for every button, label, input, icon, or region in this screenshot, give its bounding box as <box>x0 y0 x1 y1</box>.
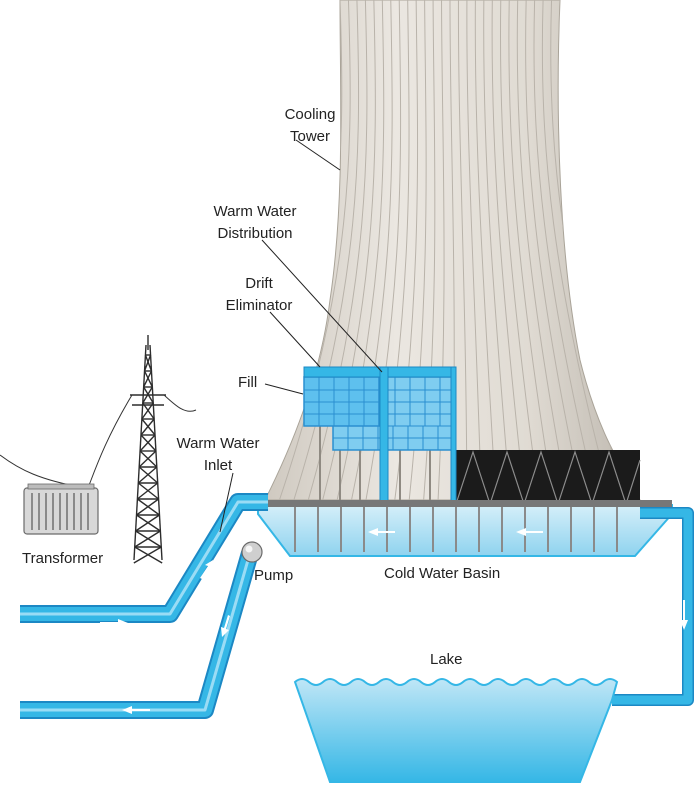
label-drift-eliminator-line2: Eliminator <box>225 297 293 314</box>
leader-lines <box>219 139 383 533</box>
flow-arrow-icon <box>100 619 128 627</box>
pump-icon <box>241 541 263 563</box>
label-cooling-tower-line2: Tower <box>289 128 330 145</box>
drift-eliminator-block <box>455 450 641 506</box>
label-cold-water-basin: Cold Water Basin <box>384 565 501 582</box>
warm-water-inlet-pipe <box>20 493 268 627</box>
flow-arrow-icon <box>680 600 688 630</box>
label-pump: Pump <box>254 567 294 584</box>
transmission-tower-icon <box>130 335 166 564</box>
flow-arrow-icon <box>368 528 543 536</box>
flow-arrow-icon <box>122 706 150 714</box>
lake <box>293 678 619 783</box>
label-warm-water-inlet-line2: Inlet <box>203 457 233 474</box>
label-warm-water-distribution-line1: Warm Water <box>213 203 297 220</box>
label-cooling-tower-line1: Cooling <box>284 106 336 123</box>
cold-water-basin <box>257 500 673 557</box>
label-fill: Fill <box>238 374 258 391</box>
label-drift-eliminator: Drift Eliminator <box>214 273 304 317</box>
transformer-icon <box>23 483 99 535</box>
label-warm-water-inlet-line1: Warm Water <box>176 435 260 452</box>
power-wires <box>0 394 197 489</box>
label-warm-water-inlet: Warm Water Inlet <box>168 433 268 477</box>
label-drift-eliminator-line1: Drift <box>245 275 273 292</box>
label-transformer: Transformer <box>22 550 104 567</box>
label-lake: Lake <box>430 651 463 668</box>
flow-arrow-icon <box>200 560 213 579</box>
label-warm-water-distribution-line2: Distribution <box>217 225 293 242</box>
label-cooling-tower: Cooling Tower <box>270 104 350 148</box>
label-warm-water-distribution: Warm Water Distribution <box>200 201 310 245</box>
fill-grid <box>303 366 457 503</box>
flow-arrow-icon <box>221 615 230 637</box>
discharge-pipe <box>20 550 259 719</box>
